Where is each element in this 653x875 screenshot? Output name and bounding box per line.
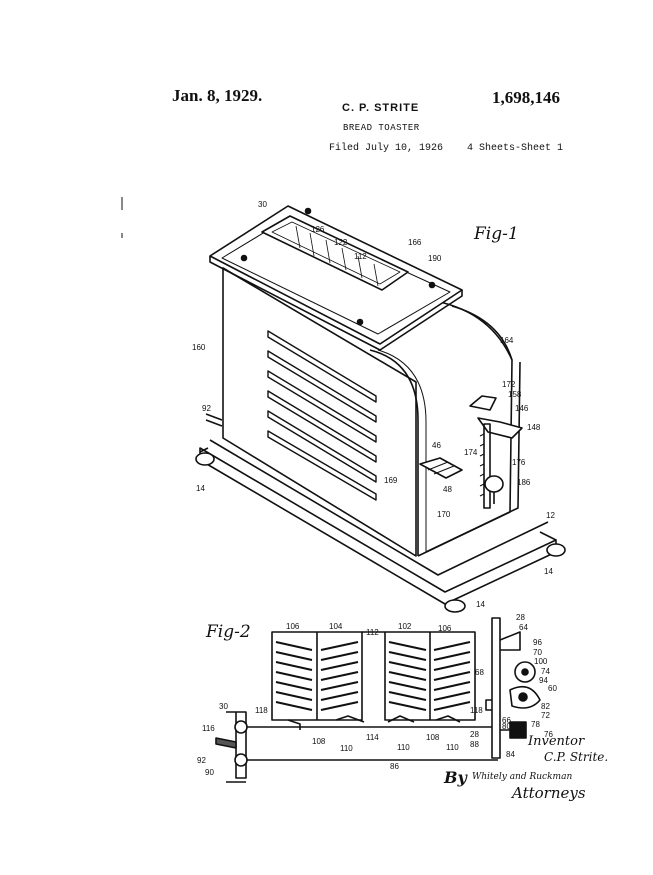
ref-numeral: 28	[516, 613, 525, 622]
ref-numeral: 64	[519, 623, 528, 632]
filed-date: Filed July 10, 1926	[329, 143, 444, 154]
ref-numeral: 76	[544, 730, 553, 739]
patent-date: Jan. 8, 1929.	[172, 86, 263, 105]
inventor-name: C. P. STRITE	[342, 102, 420, 114]
ref-numeral: 78	[531, 720, 540, 729]
ref-numeral: 92	[202, 404, 211, 413]
ref-numeral: 80	[502, 722, 511, 731]
ref-numeral: 14	[544, 567, 553, 576]
ref-numeral: 164	[500, 336, 514, 345]
inventor-label: Inventor	[528, 734, 585, 749]
ref-numeral: 122	[334, 238, 348, 247]
ref-numeral: 116	[202, 724, 215, 733]
ref-numeral: 12	[546, 511, 555, 520]
ref-numeral: 170	[437, 510, 451, 519]
ref-numeral: 92	[197, 756, 206, 765]
ref-numeral: 108	[312, 737, 326, 746]
ref-numeral: 86	[390, 762, 399, 771]
ref-numeral: 30	[219, 702, 228, 711]
ref-numeral: 88	[470, 740, 479, 749]
ref-numeral: 110	[340, 744, 353, 753]
ref-numeral: 60	[548, 684, 557, 693]
ref-numeral: 158	[508, 390, 522, 399]
ref-numeral: 96	[533, 638, 542, 647]
ref-numeral: 174	[464, 448, 478, 457]
ref-numeral: 110	[397, 743, 410, 752]
ref-numeral: 112	[354, 252, 367, 261]
ref-numeral: 186	[517, 478, 531, 487]
ref-numeral: 110	[446, 743, 459, 752]
ref-numeral: 108	[426, 733, 440, 742]
ref-numeral: 66	[502, 716, 511, 725]
ref-numeral: 166	[408, 238, 422, 247]
ref-numeral: 84	[506, 750, 515, 759]
ref-numeral: 100	[534, 657, 548, 666]
ref-numeral: 28	[470, 730, 479, 739]
ref-numeral: 90	[205, 768, 214, 777]
attorneys-label: Attorneys	[512, 784, 586, 802]
ref-numeral: 176	[512, 458, 526, 467]
ref-numeral: 46	[432, 441, 441, 450]
ref-numeral: 114	[366, 733, 379, 742]
ref-numeral: 118	[255, 706, 268, 715]
ref-numeral: 30	[258, 200, 267, 209]
ref-numeral: 118	[470, 706, 483, 715]
by-label: By	[444, 768, 467, 787]
sheet-number: 4 Sheets-Sheet 1	[467, 143, 564, 154]
ref-numeral: 106	[438, 624, 452, 633]
ref-numeral: 82	[541, 702, 550, 711]
ref-numeral: 74	[541, 667, 550, 676]
fig2-mechanism-drawing	[215, 617, 541, 783]
ref-numeral: 68	[475, 668, 484, 677]
ref-numeral: 146	[515, 404, 529, 413]
inventor-signature: C.P. Strite.	[544, 750, 609, 764]
patent-number: 1,698,146	[492, 88, 560, 107]
ref-numeral: 104	[329, 622, 343, 631]
ref-numeral: 14	[196, 484, 205, 493]
fig1-toaster-drawing	[195, 205, 566, 613]
ref-numeral: 72	[541, 711, 550, 720]
ref-numeral: 148	[527, 423, 541, 432]
ref-numeral: 106	[286, 622, 300, 631]
ref-numeral: 169	[384, 476, 398, 485]
ref-numeral: 94	[539, 676, 548, 685]
ref-numeral: 48	[443, 485, 452, 494]
attorney-firm: Whitely and Ruckman	[472, 772, 573, 782]
ref-numeral: 126	[311, 225, 325, 234]
ref-numeral: 102	[398, 622, 412, 631]
ref-numeral: 160	[192, 343, 206, 352]
ref-numeral: 112	[366, 628, 379, 637]
ref-numeral: 70	[533, 648, 542, 657]
fig2-label: Fig-2	[206, 622, 251, 642]
ref-numeral: 14	[476, 600, 485, 609]
fig1-label: Fig-1	[474, 224, 519, 244]
ref-numeral: 172	[502, 380, 516, 389]
ref-numeral: 190	[428, 254, 442, 263]
patent-title: BREAD TOASTER	[343, 123, 420, 133]
